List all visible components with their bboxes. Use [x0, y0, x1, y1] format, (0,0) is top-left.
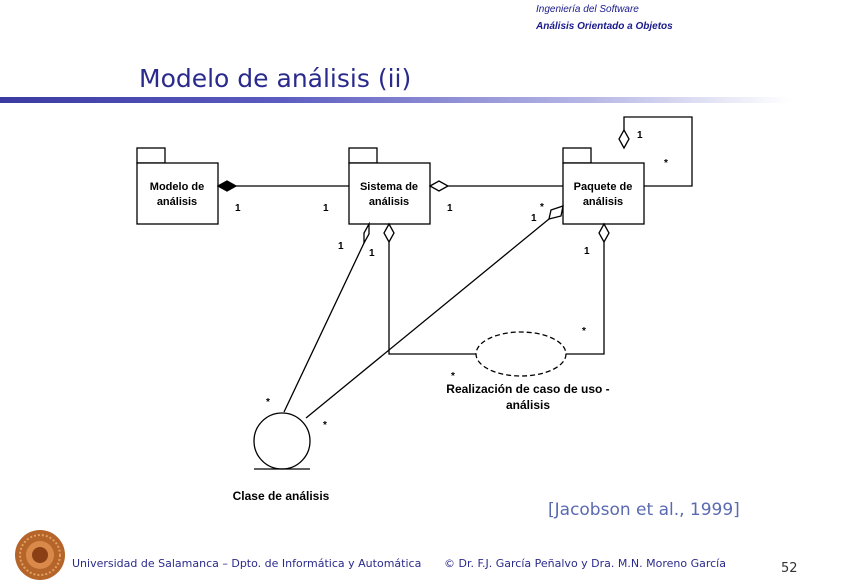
multiplicity: *: [266, 397, 270, 408]
footer-authors: © Dr. F.J. García Peñalvo y Dra. M.N. Mo…: [444, 557, 726, 570]
package-paquete: [562, 147, 645, 225]
aggregation-diamond: [428, 180, 450, 192]
multiplicity: 1: [338, 241, 344, 252]
title-underline-bar: [0, 97, 790, 103]
multiplicity: *: [582, 326, 586, 337]
header-subject: Ingeniería del Software: [536, 4, 639, 15]
multiplicity: 1: [637, 130, 643, 141]
box-label-sistema-1: Sistema de: [360, 181, 418, 193]
multiplicity: 1: [447, 203, 453, 214]
citation: [Jacobson et al., 1999]: [548, 500, 740, 520]
aggregation-diamond: [618, 128, 630, 150]
package-sistema: [348, 147, 431, 225]
multiplicity: *: [323, 420, 327, 431]
box-label-paquete-1: Paquete de: [574, 181, 633, 193]
multiplicity: 1: [531, 213, 537, 224]
aggregation-diamond: [598, 222, 610, 244]
realization-label-2: análisis: [506, 398, 550, 412]
assoc-paquete-self: [623, 116, 693, 187]
analysis-class-label: Clase de análisis: [233, 489, 330, 503]
box-label-modelo-2: análisis: [157, 196, 197, 208]
header-topic: Análisis Orientado a Objetos: [536, 21, 673, 32]
multiplicity: *: [540, 202, 544, 213]
aggregation-diamond: [548, 205, 564, 220]
multiplicity: *: [451, 371, 455, 382]
aggregation-diamond: [363, 221, 370, 246]
aggregation-diamond: [383, 222, 395, 244]
multiplicity: *: [664, 158, 668, 169]
university-seal-icon: [15, 530, 65, 580]
slide-title: Modelo de análisis (ii): [139, 64, 412, 93]
analysis-class-symbol: [253, 412, 311, 470]
box-label-modelo-1: Modelo de: [150, 181, 204, 193]
assoc-sistema-realizacion: [388, 242, 476, 355]
footer-university: Universidad de Salamanca – Dpto. de Info…: [72, 557, 422, 570]
page-number: 52: [781, 561, 798, 576]
multiplicity: 1: [584, 246, 590, 257]
use-case-realization: [475, 331, 567, 377]
assoc-paquete-realizacion: [566, 242, 605, 355]
box-label-paquete-2: análisis: [583, 196, 623, 208]
composition-diamond: [216, 180, 238, 192]
assoc-paquete-clase: [305, 218, 550, 419]
realization-label-1: Realización de caso de uso -: [446, 382, 609, 396]
box-label-sistema-2: análisis: [369, 196, 409, 208]
assoc-sistema-clase: [283, 242, 365, 413]
multiplicity: 1: [235, 203, 241, 214]
multiplicity: 1: [369, 248, 375, 259]
package-modelo: [136, 147, 219, 225]
multiplicity: 1: [323, 203, 329, 214]
